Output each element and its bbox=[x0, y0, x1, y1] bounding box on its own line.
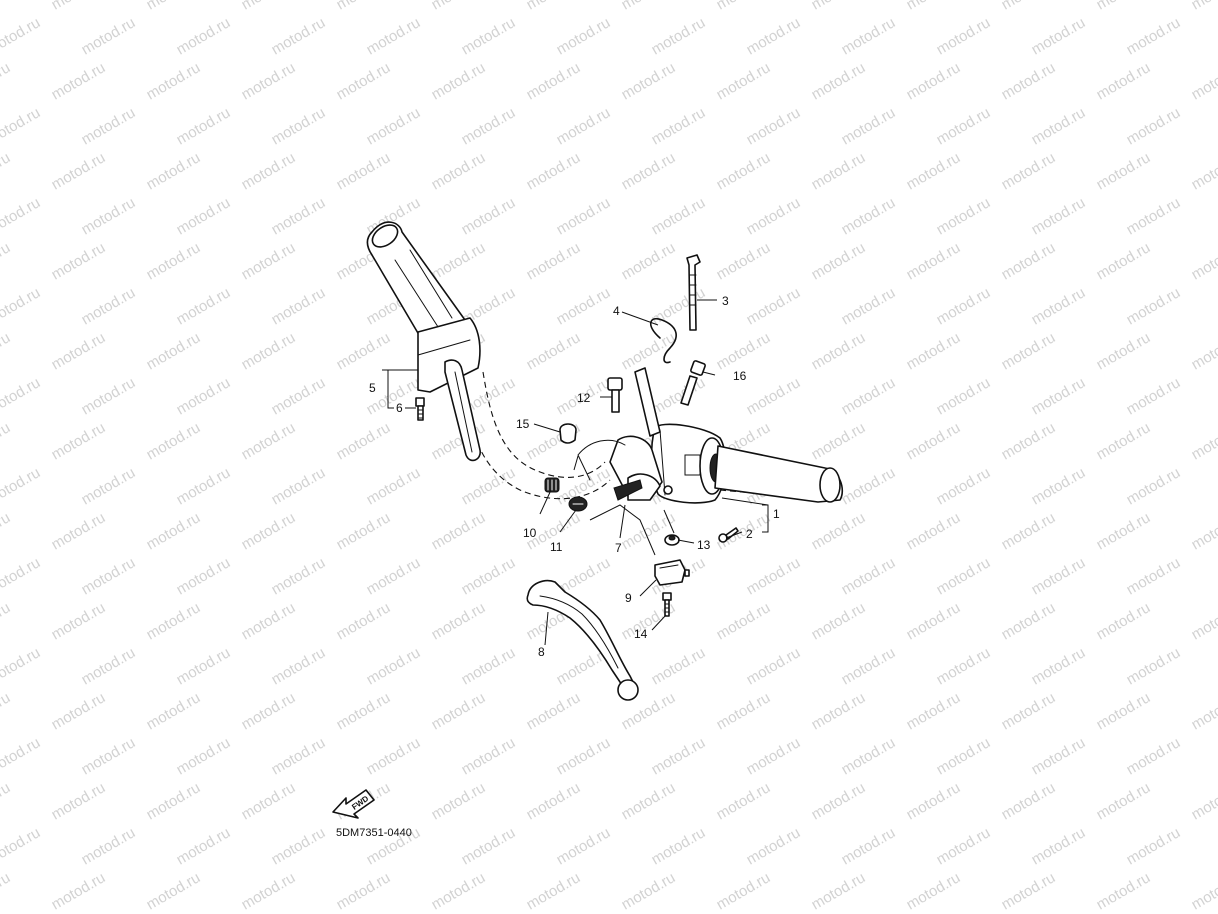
adjuster-11 bbox=[568, 496, 588, 512]
screw-6 bbox=[415, 397, 425, 421]
callout-13: 13 bbox=[697, 538, 711, 552]
fwd-arrow: FWD bbox=[332, 789, 375, 819]
callout-4: 4 bbox=[613, 304, 620, 318]
cable-tie-3 bbox=[686, 254, 701, 331]
nut-13 bbox=[664, 534, 680, 546]
clip-4 bbox=[650, 318, 677, 364]
leader-lines bbox=[382, 299, 769, 646]
callout-1: 1 bbox=[773, 507, 780, 521]
switch-9 bbox=[654, 559, 690, 586]
callout-7: 7 bbox=[615, 541, 622, 555]
part-code: 5DM7351-0440 bbox=[336, 827, 412, 839]
bolt-12 bbox=[607, 377, 623, 413]
callout-15: 15 bbox=[516, 417, 530, 431]
callout-3: 3 bbox=[722, 294, 729, 308]
callout-6: 6 bbox=[396, 401, 403, 415]
pivot-7 bbox=[613, 479, 643, 501]
clutch-lever-8 bbox=[526, 579, 639, 701]
callout-11: 11 bbox=[550, 540, 563, 554]
callout-8: 8 bbox=[538, 645, 545, 659]
screw-14 bbox=[662, 592, 672, 617]
callout-12: 12 bbox=[577, 391, 591, 405]
callout-14: 14 bbox=[634, 627, 648, 641]
callout-9: 9 bbox=[625, 591, 632, 605]
left-switch-housing bbox=[417, 317, 481, 462]
callout-labels: 1 2 3 4 5 6 7 8 9 10 11 12 13 14 15 16 bbox=[369, 294, 780, 659]
bolt-16 bbox=[680, 360, 706, 406]
callout-5: 5 bbox=[369, 381, 376, 395]
clutch-cable-end bbox=[577, 367, 661, 481]
callout-2: 2 bbox=[746, 527, 753, 541]
cap-15 bbox=[559, 423, 577, 444]
callout-16: 16 bbox=[733, 369, 747, 383]
right-grip bbox=[714, 445, 844, 503]
callout-10: 10 bbox=[523, 526, 537, 540]
adjuster-10 bbox=[544, 477, 560, 493]
